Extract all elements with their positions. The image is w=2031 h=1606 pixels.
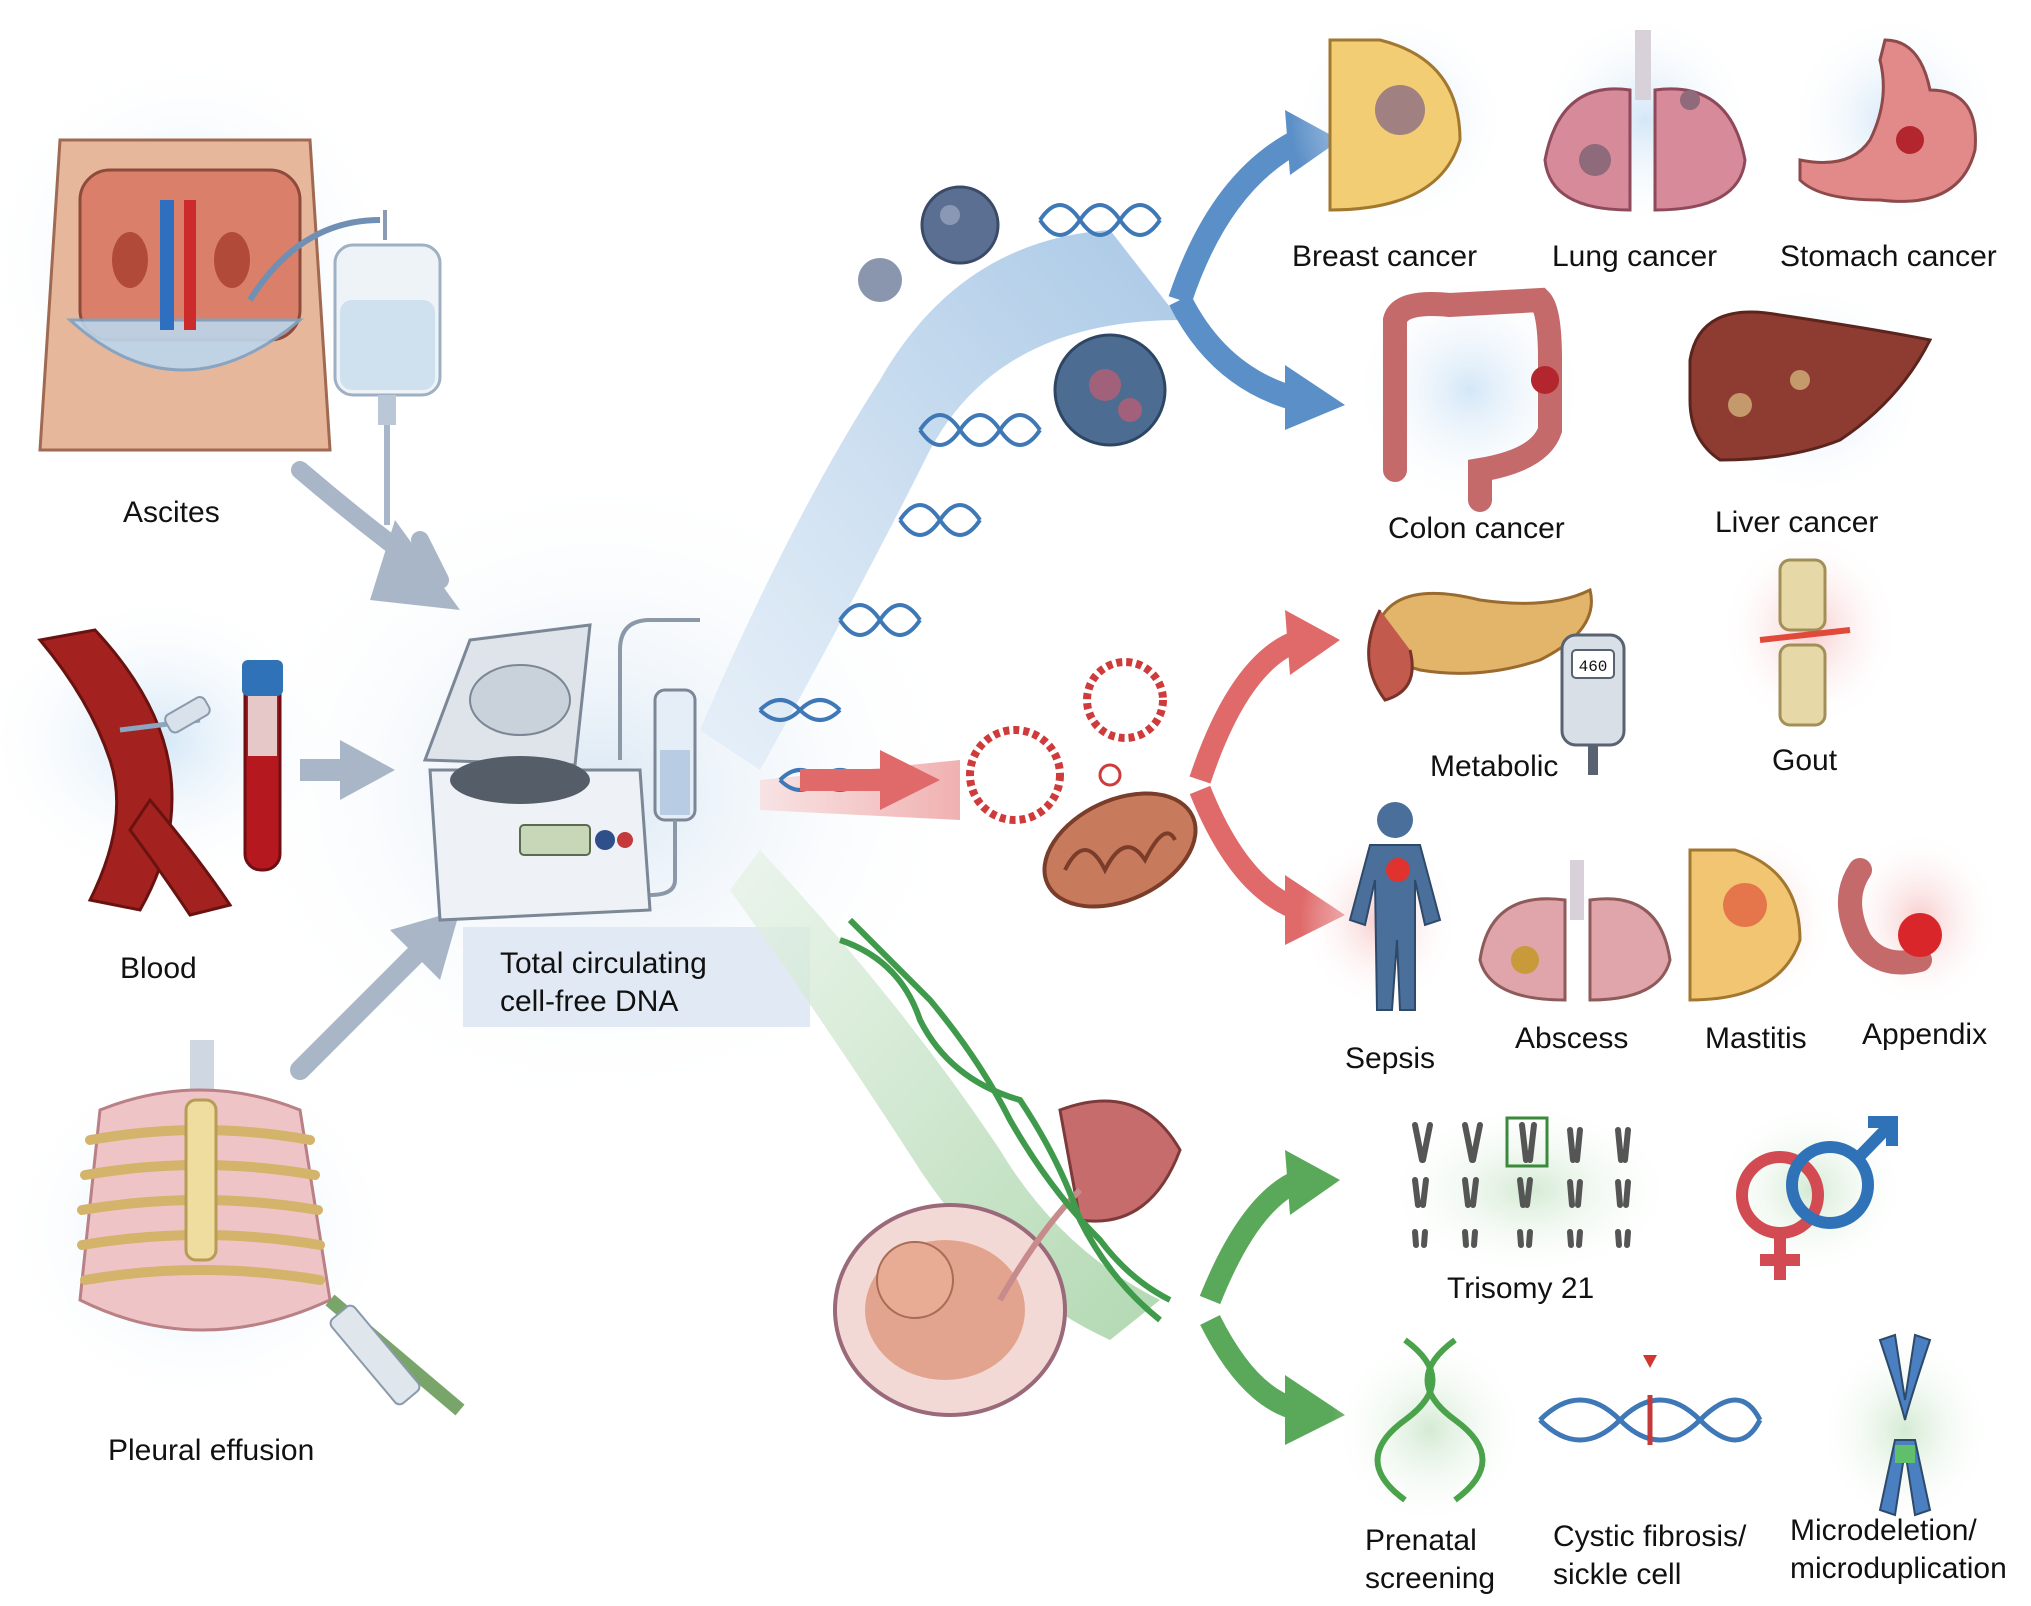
abscess-icon — [1478, 860, 1672, 1002]
arrow-to-mtdna-head — [880, 750, 940, 810]
ascites-illustration — [38, 138, 442, 525]
label-trisomy-21: Trisomy 21 — [1447, 1272, 1595, 1305]
label-ascites: Ascites — [123, 496, 220, 529]
arrow-to-metabolic — [1189, 629, 1304, 784]
pleural-arrowhead — [390, 910, 460, 980]
label-gout: Gout — [1772, 744, 1838, 777]
colon-cancer-icon — [1383, 287, 1562, 512]
sex-symbols-icon — [1736, 1116, 1898, 1280]
chromosome-icon — [1878, 1333, 1932, 1517]
label-colon-cancer: Colon cancer — [1388, 512, 1565, 545]
sex-symbol-halo — [1710, 1100, 1910, 1280]
prenatal-stream — [730, 850, 1160, 1340]
glucometer-reading: 460 — [1579, 658, 1608, 676]
fetal-dna-helix — [839, 917, 1172, 1323]
appendix-icon — [1838, 858, 1942, 975]
label-stomach-cancer: Stomach cancer — [1780, 240, 1997, 273]
mtdna-illustration — [966, 658, 1198, 909]
arrow-to-prenatal-head — [1285, 1375, 1345, 1445]
microdeletion-halo — [1815, 1330, 1995, 1530]
label-blood: Blood — [120, 952, 197, 985]
blood-illustration — [37, 628, 283, 917]
prenatal-halo — [1330, 1330, 1530, 1530]
label-metabolic: Metabolic — [1430, 750, 1559, 783]
label-center-line1: Total circulating — [500, 947, 707, 980]
pancreas-icon — [1367, 587, 1593, 702]
center-label-box — [463, 927, 810, 1027]
prenatal-dna-icon — [1374, 1337, 1486, 1503]
label-cystic-line2: sickle cell — [1553, 1558, 1682, 1591]
label-micro-line2: microduplication — [1790, 1552, 2007, 1585]
gout-icon — [1759, 558, 1851, 727]
stomach-cancer-icon — [1798, 38, 1977, 203]
karyotype-icon — [1412, 1122, 1631, 1248]
label-micro-line1: Microdeletion/ — [1790, 1514, 1977, 1547]
arrow-to-colon-head — [1285, 365, 1345, 430]
label-liver-cancer: Liver cancer — [1715, 506, 1879, 539]
label-lung-cancer: Lung cancer — [1552, 240, 1718, 273]
pleural-arrow — [290, 940, 430, 1080]
label-center-line2: cell-free DNA — [500, 985, 679, 1018]
glucometer-icon: 460 — [1560, 633, 1626, 775]
label-cystic-line1: Cystic fibrosis/ — [1553, 1520, 1747, 1553]
arrow-to-trisomy — [1199, 1169, 1305, 1305]
pleural-illustration — [77, 1040, 465, 1416]
label-prenatal-line1: Prenatal — [1365, 1524, 1477, 1557]
label-appendix: Appendix — [1862, 1018, 1988, 1051]
tumor-cells — [858, 185, 1167, 447]
label-breast-cancer: Breast cancer — [1292, 240, 1478, 273]
ascites-arrowhead — [370, 520, 460, 610]
centrifuge-illustration — [422, 618, 700, 922]
arrow-to-colon — [1169, 294, 1304, 412]
fetus-illustration — [833, 1099, 1182, 1417]
mastitis-icon — [1688, 848, 1802, 1002]
label-mastitis: Mastitis — [1705, 1022, 1807, 1055]
arrow-to-metabolic-head — [1285, 610, 1340, 675]
label-sepsis: Sepsis — [1345, 1042, 1436, 1075]
label-prenatal-line2: screening — [1365, 1562, 1496, 1595]
label-abscess: Abscess — [1515, 1022, 1629, 1055]
breast-cancer-icon — [1328, 38, 1462, 212]
liver-cancer-icon — [1688, 310, 1933, 462]
blood-arrowhead — [340, 740, 395, 800]
sepsis-icon — [1348, 802, 1442, 1011]
arrow-to-trisomy-head — [1285, 1150, 1340, 1215]
cystic-fibrosis-dna-icon — [1538, 1355, 1763, 1445]
arrow-to-breast — [1168, 129, 1306, 304]
lung-cancer-icon — [1543, 30, 1747, 212]
cancer-stream — [700, 230, 1180, 770]
trisomy-highlight-box — [1505, 1116, 1549, 1168]
label-pleural-effusion: Pleural effusion — [108, 1434, 315, 1467]
